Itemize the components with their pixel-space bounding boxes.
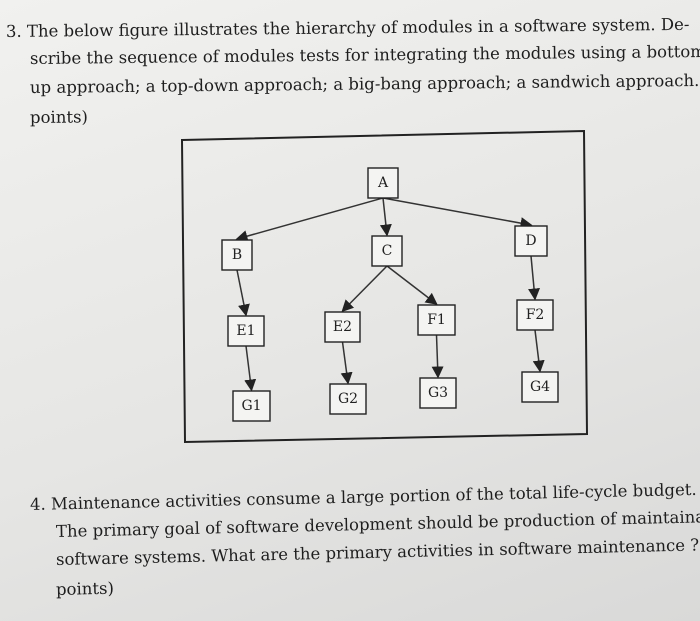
module-label: G1 bbox=[241, 398, 261, 414]
edge-E1-G1 bbox=[244, 345, 257, 392]
module-label: G4 bbox=[530, 379, 550, 395]
diagram-frame bbox=[180, 129, 589, 444]
module-label: A bbox=[377, 175, 389, 191]
question-4-line: points) bbox=[55, 578, 115, 599]
edge-B-E1 bbox=[236, 269, 250, 317]
module-label: G2 bbox=[338, 391, 358, 407]
module-label: G3 bbox=[428, 385, 448, 401]
edge-F2-G4 bbox=[532, 329, 545, 373]
module-label: F2 bbox=[526, 307, 545, 323]
module-node-E1: E1 bbox=[227, 315, 265, 347]
module-node-B: B bbox=[221, 239, 253, 271]
module-node-E2: E2 bbox=[324, 311, 361, 343]
edge-C-F1 bbox=[386, 265, 438, 305]
edge-A-D bbox=[382, 197, 533, 230]
edge-A-C bbox=[379, 197, 392, 237]
module-node-A: A bbox=[367, 167, 399, 199]
module-label: D bbox=[525, 233, 536, 249]
edge-E2-G2 bbox=[340, 341, 353, 385]
module-label: C bbox=[382, 243, 393, 259]
module-node-F1: F1 bbox=[417, 304, 456, 336]
module-node-G4: G4 bbox=[521, 371, 559, 403]
edge-D-F2 bbox=[528, 255, 541, 301]
module-label: E2 bbox=[333, 319, 352, 335]
module-label: F1 bbox=[427, 312, 446, 328]
module-node-C: C bbox=[371, 235, 403, 267]
edge-F1-G3 bbox=[431, 334, 444, 379]
edge-A-B bbox=[235, 197, 384, 242]
module-label: E1 bbox=[236, 323, 255, 339]
module-node-G3: G3 bbox=[419, 377, 457, 409]
module-node-G1: G1 bbox=[232, 390, 271, 422]
module-label: B bbox=[232, 247, 242, 263]
edge-C-E2 bbox=[341, 265, 388, 313]
module-node-F2: F2 bbox=[516, 299, 554, 331]
module-node-D: D bbox=[514, 225, 548, 257]
module-node-G2: G2 bbox=[329, 383, 367, 415]
